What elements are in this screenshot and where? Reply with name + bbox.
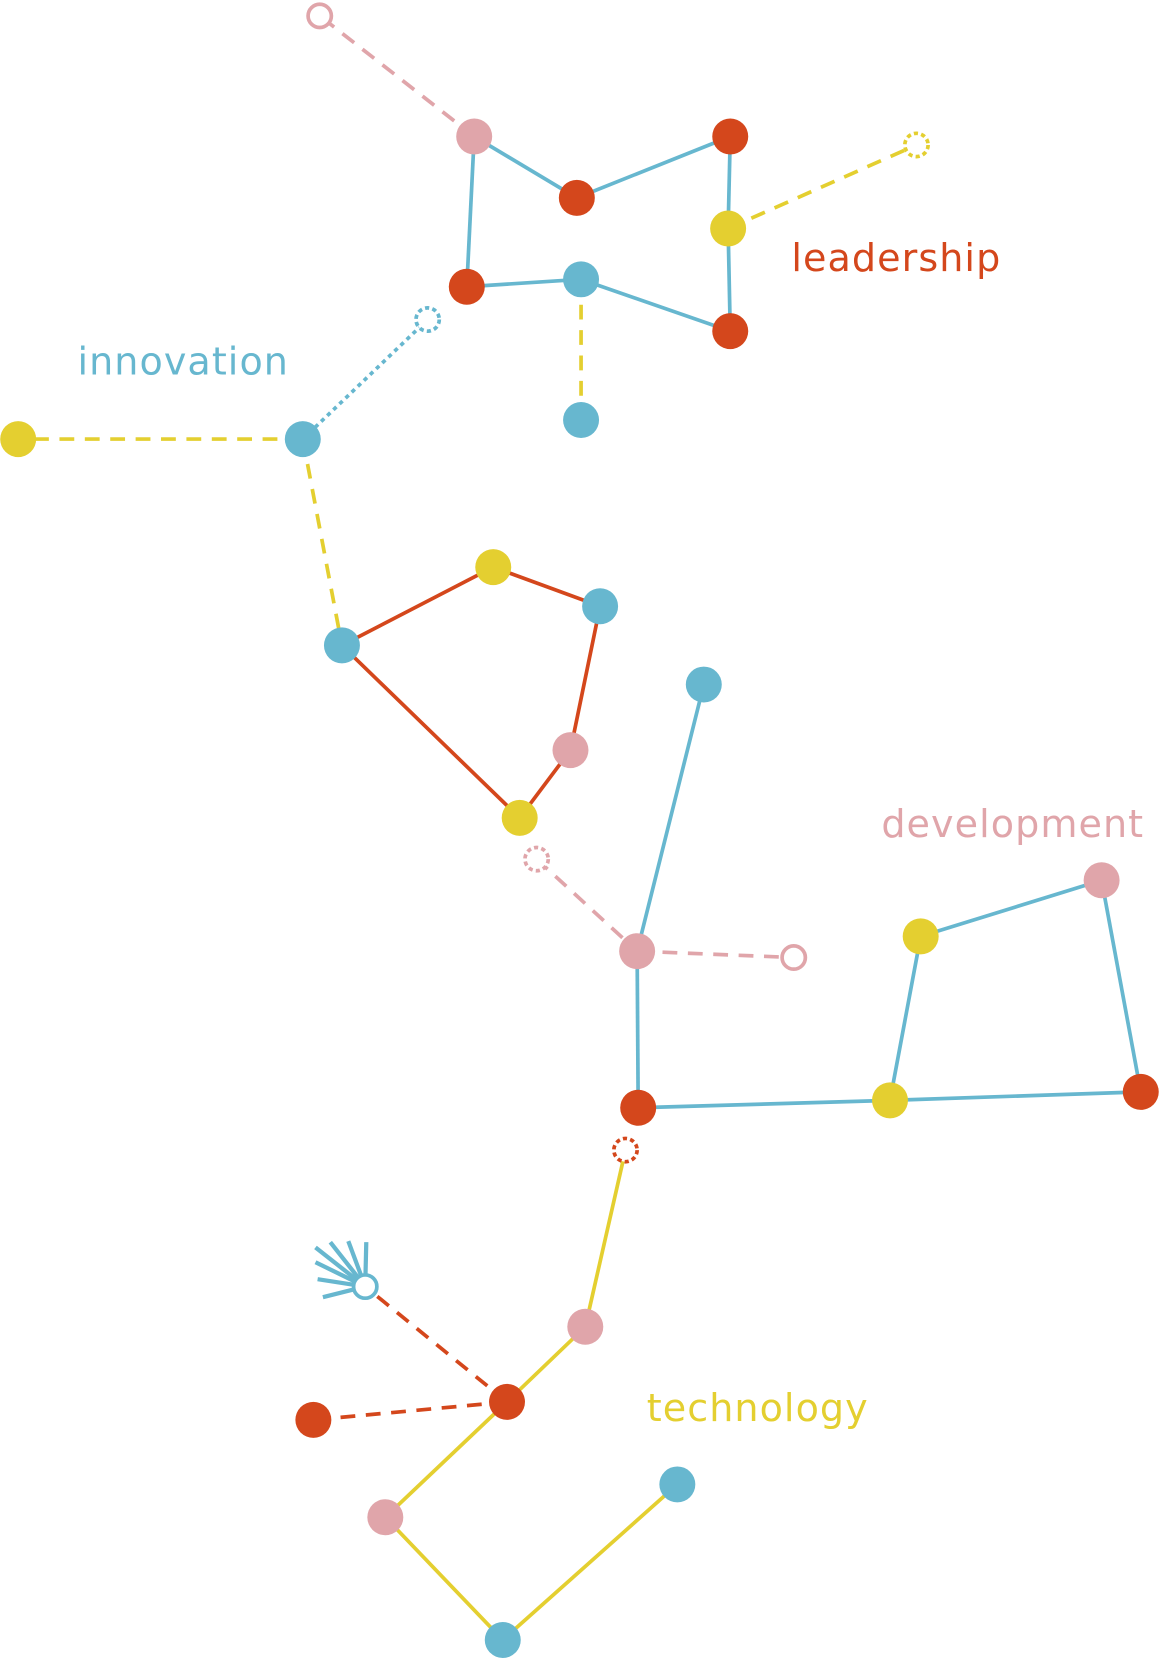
blue-node bbox=[582, 588, 619, 625]
blue-open-node bbox=[414, 306, 442, 334]
connector-line bbox=[492, 565, 601, 608]
connector-line bbox=[341, 565, 495, 648]
dashed-connector-line bbox=[535, 857, 639, 953]
yellow-node bbox=[902, 918, 939, 955]
red-open-node bbox=[612, 1136, 639, 1164]
yellow-node bbox=[710, 210, 747, 247]
connector-line bbox=[501, 1483, 679, 1642]
connector-line bbox=[473, 134, 578, 200]
label-leadership: leadership bbox=[791, 236, 1001, 280]
yellow-open-node bbox=[902, 131, 930, 159]
label-development: development bbox=[881, 802, 1144, 846]
red-node bbox=[448, 268, 485, 305]
blue-node bbox=[659, 1466, 696, 1503]
dashed-connector-line bbox=[313, 1400, 508, 1422]
dashed-connector-line bbox=[318, 14, 476, 138]
dashed-connector-line bbox=[364, 1285, 509, 1404]
connector-line bbox=[638, 1098, 891, 1110]
blue-node bbox=[284, 421, 321, 458]
pink-node bbox=[367, 1499, 404, 1536]
blue-node bbox=[685, 666, 722, 703]
dashed-connector-line bbox=[727, 143, 918, 231]
red-node bbox=[489, 1383, 525, 1420]
connector-line bbox=[384, 1400, 509, 1519]
connector-line bbox=[1099, 879, 1143, 1093]
pink-node bbox=[1083, 862, 1120, 899]
pink-node bbox=[456, 118, 493, 155]
pink-node bbox=[619, 933, 656, 970]
red-node bbox=[558, 179, 595, 216]
dashed-connector-line bbox=[301, 318, 429, 441]
connector-line bbox=[920, 878, 1103, 939]
red-node bbox=[295, 1401, 332, 1438]
pink-node bbox=[567, 1308, 604, 1345]
pink-open-node bbox=[780, 944, 808, 972]
red-node bbox=[712, 118, 749, 155]
pink-open-node bbox=[523, 845, 551, 873]
dashed-connector-line bbox=[300, 438, 344, 646]
connector-line bbox=[576, 134, 731, 200]
yellow-node bbox=[0, 421, 37, 458]
connector-line bbox=[889, 1090, 1141, 1103]
blue-node bbox=[563, 402, 600, 439]
yellow-node bbox=[872, 1082, 908, 1119]
pink-open-node bbox=[306, 2, 334, 30]
pink-node bbox=[552, 732, 589, 769]
blue-open-node bbox=[351, 1273, 379, 1301]
connector-line bbox=[383, 1515, 505, 1642]
connector-line bbox=[888, 936, 923, 1101]
label-innovation: innovation bbox=[77, 340, 289, 384]
connector-line bbox=[340, 644, 521, 820]
connector-line bbox=[583, 1149, 628, 1328]
red-node bbox=[1122, 1073, 1159, 1110]
connector-line bbox=[505, 1325, 587, 1404]
red-node bbox=[712, 313, 749, 350]
red-node bbox=[620, 1089, 657, 1126]
connector-line bbox=[635, 951, 641, 1108]
label-technology: technology bbox=[647, 1386, 869, 1430]
connector-line bbox=[464, 136, 477, 287]
connector-line bbox=[466, 277, 582, 289]
blue-node bbox=[563, 261, 600, 298]
connector-line bbox=[568, 605, 602, 751]
dashed-connector-line bbox=[637, 949, 794, 960]
connector-line bbox=[635, 684, 706, 952]
blue-node bbox=[484, 1621, 521, 1658]
connector-line bbox=[580, 277, 731, 333]
blue-node bbox=[323, 627, 360, 664]
yellow-node bbox=[475, 549, 512, 586]
yellow-node bbox=[501, 799, 538, 836]
